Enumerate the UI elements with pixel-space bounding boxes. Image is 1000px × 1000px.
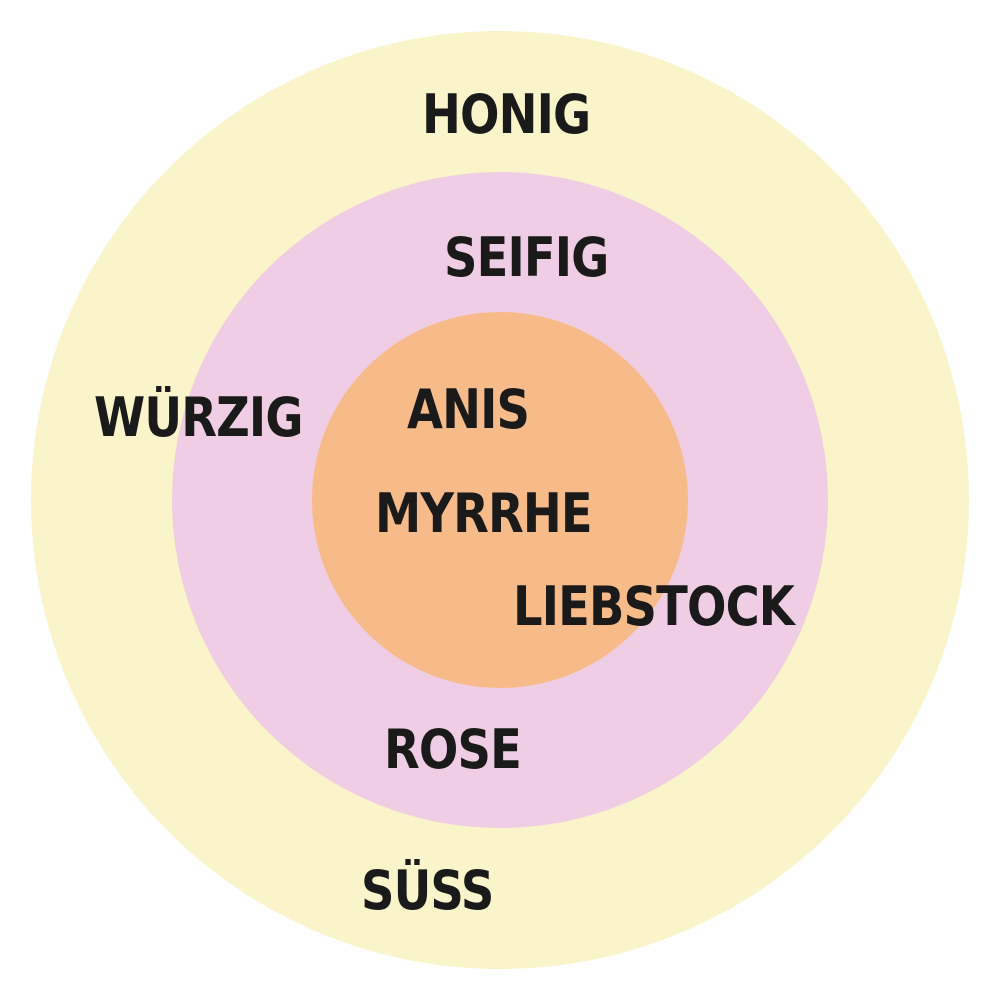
inner-circle [312,312,688,688]
label-anis: ANIS [407,378,530,441]
label-wurzig: WÜRZIG [94,386,303,449]
label-myrrhe: MYRRHE [375,482,593,545]
label-rose: ROSE [384,718,522,781]
label-liebstock: LIEBSTOCK [513,575,795,638]
label-suss: SÜSS [361,859,494,922]
label-honig: HONIG [422,83,591,146]
label-seifig: SEIFIG [444,226,609,289]
